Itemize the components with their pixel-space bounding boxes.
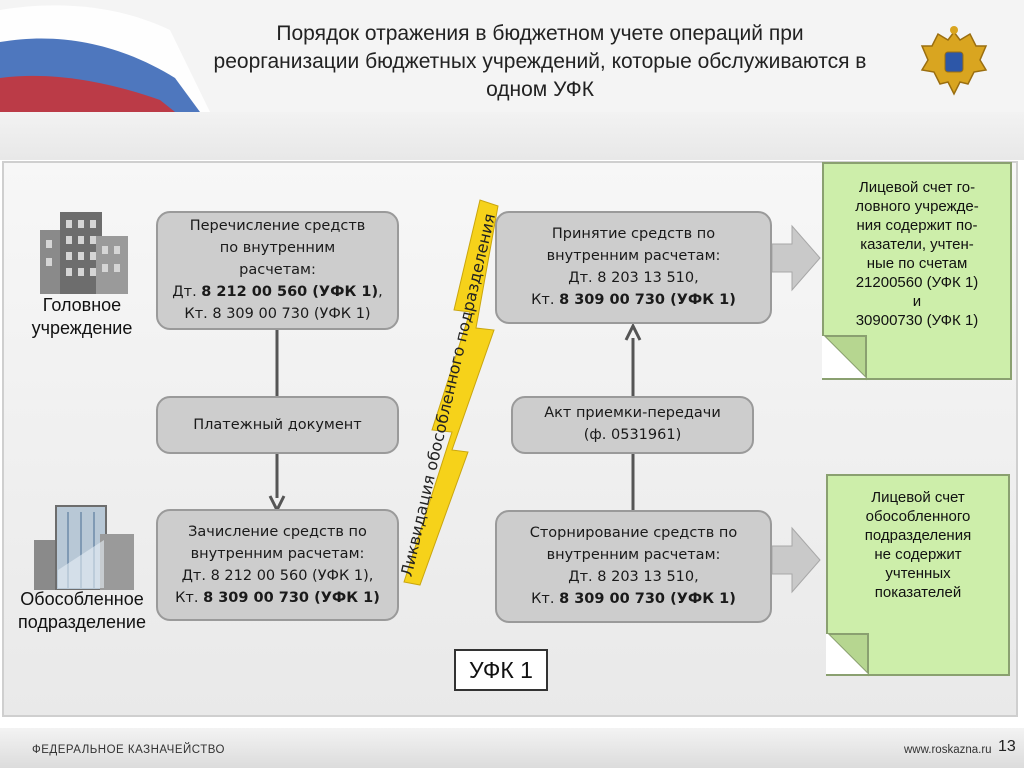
footer <box>0 728 1024 768</box>
credit-prefix: Кт. <box>531 292 560 308</box>
credit-value: 8 309 00 730 (УФК 1) <box>203 590 380 606</box>
note-line: ния содержит по- <box>856 217 978 234</box>
note-line: Лицевой счет <box>871 489 965 506</box>
title-line: одном УФК <box>486 78 594 101</box>
flag-decoration <box>0 5 210 112</box>
ufk-label: УФК 1 <box>454 649 548 691</box>
footer-url[interactable]: www.roskazna.ru <box>904 744 992 756</box>
note-line: Лицевой счет го- <box>858 179 976 196</box>
box-line: Сторнирование средств по <box>529 525 738 541</box>
org-line: учреждение <box>31 318 133 338</box>
payment-document-box: Платежный документ <box>156 396 399 454</box>
transfer-box: Перечисление средств по внутренним расче… <box>156 211 399 330</box>
note-line: и <box>912 293 922 310</box>
footer-org: ФЕДЕРАЛЬНОЕ КАЗНАЧЕЙСТВО <box>32 744 225 756</box>
debit-line: Дт. 8 212 00 560 (УФК 1), <box>181 568 374 584</box>
credit-box: Зачисление средств по внутренним расчета… <box>156 509 399 621</box>
box-line: внутренним расчетам: <box>190 546 365 562</box>
credit-value: 8 309 00 730 (УФК 1) <box>559 591 736 607</box>
credit-prefix: Кт. <box>175 590 204 606</box>
credit-line: Кт. 8 309 00 730 (УФК 1) <box>158 587 397 609</box>
header-band <box>0 112 1024 160</box>
debit-line: Дт. 8 212 00 560 (УФК 1), <box>158 281 397 303</box>
org-line: Обособленное <box>20 589 144 609</box>
eagle-emblem-icon <box>920 26 988 96</box>
note-line: подразделения <box>864 527 972 544</box>
note-line: ные по счетам <box>866 255 968 272</box>
note-line: ловного учрежде- <box>855 198 979 215</box>
storno-box: Сторнирование средств по внутренним расч… <box>495 510 772 623</box>
box-line: по внутренним <box>219 240 336 256</box>
debit-suffix: , <box>378 284 383 300</box>
page-title: Порядок отражения в бюджетном учете опер… <box>160 20 920 104</box>
box-line: внутренним расчетам: <box>546 547 721 563</box>
org-line: Головное <box>42 295 122 315</box>
box-line: (ф. 0531961) <box>583 427 682 443</box>
box-line: расчетам: <box>239 262 316 278</box>
credit-line: Кт. 8 309 00 730 (УФК 1) <box>497 289 770 311</box>
note-line: 30900730 (УФК 1) <box>855 312 979 329</box>
box-line: Перечисление средств <box>189 218 366 234</box>
note-line: не содержит <box>874 546 962 563</box>
note-line: 21200560 (УФК 1) <box>855 274 979 291</box>
building-icon <box>40 212 128 294</box>
debit-value: 8 212 00 560 (УФК 1) <box>201 284 379 300</box>
note-fold-icon <box>822 335 867 381</box>
head-org-label: Головное учреждение <box>24 294 140 340</box>
credit-prefix: Кт. <box>531 591 560 607</box>
credit-line: Кт. 8 309 00 730 (УФК 1) <box>497 588 770 610</box>
title-line: Порядок отражения в бюджетном учете опер… <box>276 22 804 45</box>
act-box: Акт приемки-передачи (ф. 0531961) <box>511 396 754 454</box>
debit-line: Дт. 8 203 13 510, <box>568 569 699 585</box>
credit-value: 8 309 00 730 (УФК 1) <box>559 292 736 308</box>
note-line: показателей <box>874 584 962 601</box>
building-icon <box>34 505 134 590</box>
title-line: реорганизации бюджетных учреждений, кото… <box>213 50 867 73</box>
note-line: казатели, учтен- <box>860 236 974 253</box>
note-line: учтенных <box>885 565 951 582</box>
debit-line: Дт. 8 203 13 510, <box>568 270 699 286</box>
page-number: 13 <box>998 738 1016 755</box>
credit-line: Кт. 8 309 00 730 (УФК 1) <box>184 306 371 322</box>
org-line: подразделение <box>18 612 146 632</box>
accept-box: Принятие средств по внутренним расчетам:… <box>495 211 772 324</box>
box-line: Принятие средств по <box>551 226 716 242</box>
note-line: обособленного <box>865 508 971 525</box>
head-account-note: Лицевой счет го- ловного учрежде- ния со… <box>822 162 1012 380</box>
box-line: Акт приемки-передачи <box>544 405 721 421</box>
box-line: Зачисление средств по <box>188 524 367 540</box>
note-fold-icon <box>826 633 869 677</box>
debit-prefix: Дт. <box>172 284 202 300</box>
branch-org-label: Обособленное подразделение <box>8 588 156 634</box>
box-line: внутренним расчетам: <box>546 248 721 264</box>
box-line: Платежный документ <box>193 417 362 433</box>
